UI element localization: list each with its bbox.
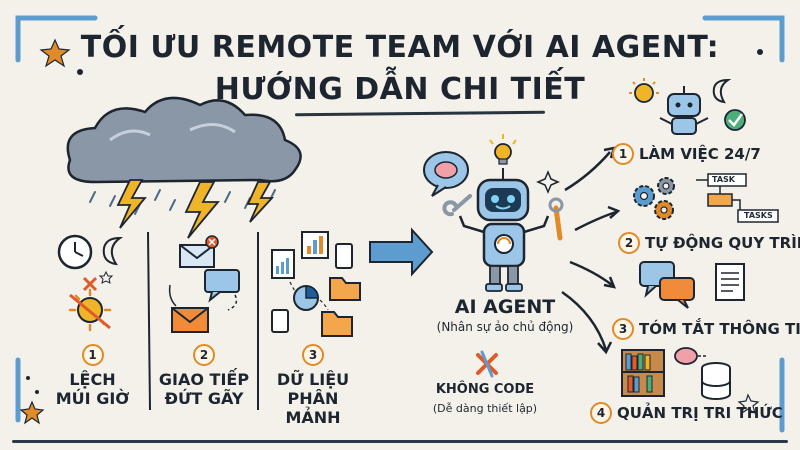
page-title: TỐI ƯU REMOTE TEAM VỚI AI AGENT: bbox=[80, 30, 720, 65]
bookshelf-icon bbox=[621, 349, 665, 397]
phone-icon bbox=[335, 243, 353, 269]
lightning-icon bbox=[184, 181, 220, 239]
agent-name: AI AGENT bbox=[454, 296, 556, 318]
feature-2-label: TỰ ĐỘNG QUY TRÌNH bbox=[645, 234, 800, 252]
feature-3-label: TÓM TẮT THÔNG TIN bbox=[639, 320, 800, 338]
robot-agent-icon bbox=[423, 134, 564, 292]
star-icon bbox=[19, 400, 45, 425]
lightning-icon bbox=[116, 179, 147, 229]
database-icon bbox=[701, 362, 731, 400]
no-code-icon bbox=[476, 350, 498, 378]
pie-chart-icon bbox=[293, 285, 319, 311]
crossed-sun-icon bbox=[68, 276, 112, 332]
document-icon bbox=[715, 263, 745, 301]
problem-3-line2: PHÂN MẢNH bbox=[285, 389, 341, 428]
feature-1: 1 LÀM VIỆC 24/7 bbox=[612, 143, 761, 165]
sun-icon bbox=[629, 78, 659, 103]
small-robot-icon bbox=[659, 86, 709, 135]
chat-bubble-icon bbox=[204, 269, 240, 303]
problem-3-line1: DỮ LIỆU bbox=[276, 370, 350, 389]
star-icon bbox=[39, 38, 71, 68]
problem-1: 1 LỆCH MÚI GIỜ bbox=[45, 344, 140, 408]
clock-icon bbox=[57, 234, 93, 270]
problem-2-line1: GIAO TIẾP bbox=[158, 370, 250, 389]
workflow-icon bbox=[696, 173, 779, 223]
folder-icon bbox=[329, 277, 361, 301]
moon-icon bbox=[712, 78, 732, 104]
gear-icon bbox=[657, 177, 675, 195]
gear-icon bbox=[654, 200, 674, 220]
tasks-label: TASKS bbox=[744, 211, 773, 220]
number-badge: 4 bbox=[590, 402, 612, 424]
bottom-border bbox=[12, 440, 788, 443]
arrow-right-icon bbox=[369, 227, 434, 277]
problem-2: 2 GIAO TIẾP ĐỨT GÃY bbox=[150, 344, 258, 408]
problem-2-line2: ĐỨT GÃY bbox=[164, 389, 244, 409]
task-label: TASK bbox=[712, 175, 735, 184]
feature-4-label: QUẢN TRỊ TRI THỨC bbox=[617, 404, 783, 422]
check-icon bbox=[724, 109, 746, 131]
wrench-icon bbox=[442, 194, 472, 217]
feature-4: 4 QUẢN TRỊ TRI THỨC bbox=[590, 402, 783, 424]
star-icon bbox=[737, 393, 760, 415]
number-badge: 1 bbox=[612, 143, 634, 165]
arrow-icon bbox=[569, 260, 613, 286]
no-code-label: KHÔNG CODE bbox=[435, 382, 535, 397]
wrench-icon bbox=[553, 205, 563, 241]
gear-icon bbox=[633, 185, 655, 207]
page-subtitle: HƯỚNG DẪN CHI TIẾT bbox=[214, 72, 586, 107]
bar-chart-icon bbox=[301, 231, 329, 259]
arrow-icon bbox=[574, 210, 617, 232]
number-badge: 2 bbox=[193, 344, 215, 366]
number-badge: 3 bbox=[302, 344, 324, 366]
envelope-icon bbox=[171, 307, 209, 333]
no-code-subtitle: (Dễ dàng thiết lập) bbox=[432, 402, 538, 415]
star-icon bbox=[98, 270, 114, 284]
agent-subtitle: (Nhân sự ảo chủ động) bbox=[436, 320, 574, 334]
brain-icon bbox=[674, 347, 698, 365]
feature-3: 3 TÓM TẮT THÔNG TIN bbox=[612, 318, 800, 340]
feature-2: 2 TỰ ĐỘNG QUY TRÌNH bbox=[618, 232, 800, 254]
problem-3: 3 DỮ LIỆU PHÂN MẢNH bbox=[258, 344, 368, 428]
feature-1-label: LÀM VIỆC 24/7 bbox=[639, 145, 761, 163]
arrow-icon bbox=[564, 151, 611, 192]
number-badge: 2 bbox=[618, 232, 640, 254]
lightning-icon bbox=[246, 181, 275, 223]
envelope-icon bbox=[179, 244, 215, 268]
moon-icon bbox=[102, 236, 124, 266]
problem-1-line1: LỆCH bbox=[69, 370, 116, 389]
number-badge: 1 bbox=[81, 344, 104, 366]
chat-bubble-icon bbox=[639, 261, 695, 309]
folder-icon bbox=[321, 311, 353, 337]
arrow-icon bbox=[561, 290, 608, 351]
problem-1-line2: MÚI GIỜ bbox=[55, 389, 130, 409]
storm-cloud-icon bbox=[66, 96, 302, 239]
number-badge: 3 bbox=[612, 318, 634, 340]
chart-document-icon bbox=[271, 249, 295, 279]
tablet-icon bbox=[271, 309, 289, 333]
